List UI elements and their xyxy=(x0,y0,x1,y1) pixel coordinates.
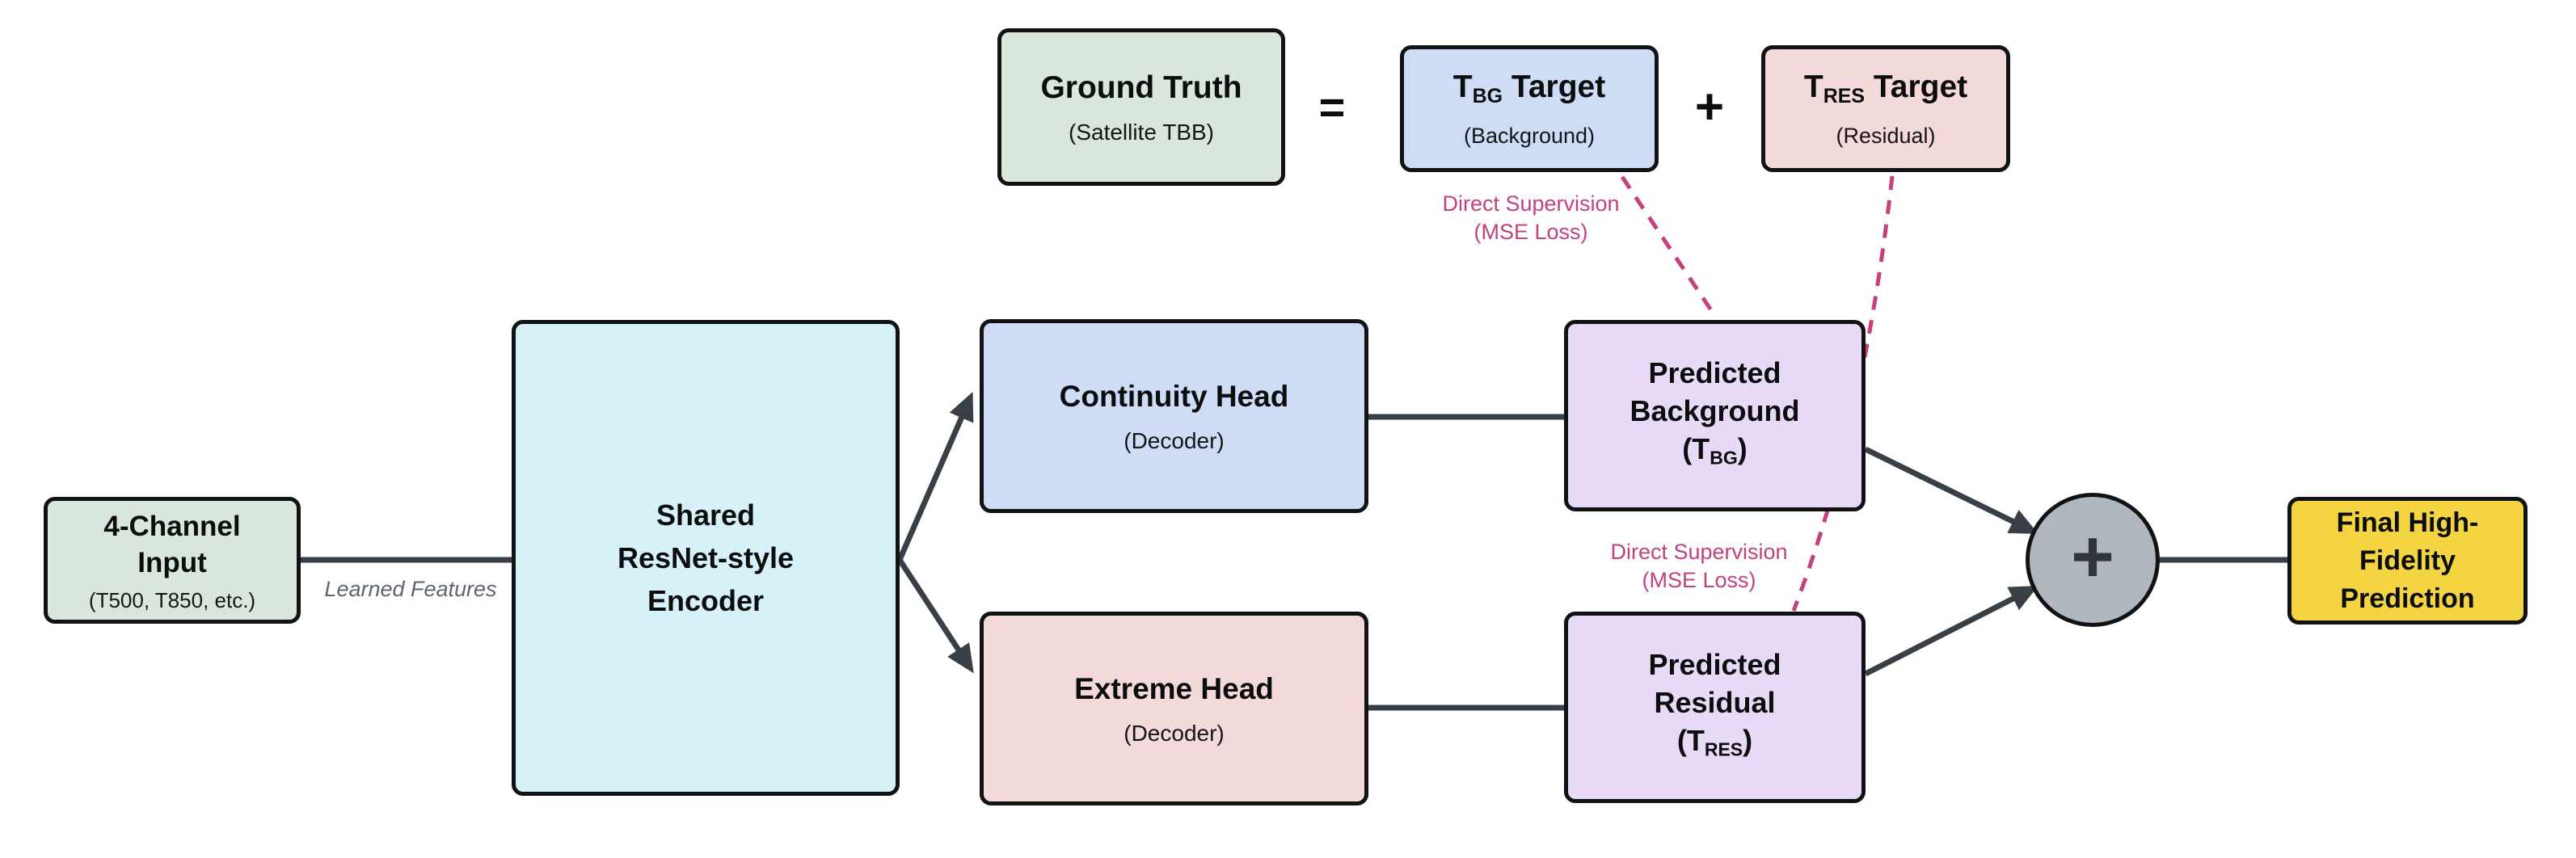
tres-target-title: TRES Target xyxy=(1803,69,1968,107)
node-predicted-background: Predicted Background (TBG) xyxy=(1564,320,1866,511)
tbg-target-subtitle: (Background) xyxy=(1463,123,1596,148)
tres-target-subtitle: (Residual) xyxy=(1836,123,1936,148)
edge-label-learned-features: Learned Features xyxy=(324,577,497,601)
edge-label-direct-supervision-mid: Direct Supervision (MSE Loss) xyxy=(1610,540,1788,592)
predicted-background-title: Predicted Background (TBG) xyxy=(1629,356,1800,469)
node-predicted-residual: Predicted Residual (TRES) xyxy=(1564,612,1866,803)
edge-supervision-tres xyxy=(1791,175,1895,612)
node-ground-truth: Ground Truth (Satellite TBB) xyxy=(997,28,1285,186)
node-final-prediction: Final High- Fidelity Prediction xyxy=(2287,497,2528,625)
continuity-head-subtitle: (Decoder) xyxy=(1124,428,1225,453)
predicted-residual-title: Predicted Residual (TRES) xyxy=(1648,648,1781,760)
node-extreme-head: Extreme Head (Decoder) xyxy=(980,612,1368,805)
edge-label-direct-supervision-top: Direct Supervision (MSE Loss) xyxy=(1442,191,1620,244)
tbg-target-title: TBG Target xyxy=(1452,69,1606,107)
edge-residual-to-sum xyxy=(1864,586,2038,677)
continuity-head-title: Continuity Head xyxy=(1059,380,1289,413)
ground-truth-title: Ground Truth xyxy=(1040,69,1242,105)
node-input: 4-Channel Input (T500, T850, etc.) xyxy=(44,497,301,624)
input-title: 4-Channel Input xyxy=(103,510,241,578)
input-subtitle: (T500, T850, etc.) xyxy=(88,587,256,612)
encoder-title: Shared ResNet-style Encoder xyxy=(617,498,795,617)
node-continuity-head: Continuity Head (Decoder) xyxy=(980,319,1368,513)
edge-encoder-to-heads xyxy=(896,391,974,674)
extreme-head-subtitle: (Decoder) xyxy=(1124,721,1225,746)
plus-icon: + xyxy=(2071,515,2114,598)
plus-operator: + xyxy=(1694,79,1725,135)
equals-operator: = xyxy=(1318,82,1346,132)
node-tbg-target: TBG Target (Background) xyxy=(1400,45,1659,172)
ground-truth-subtitle: (Satellite TBB) xyxy=(1069,119,1214,145)
final-prediction-title: Final High- Fidelity Prediction xyxy=(2336,507,2479,614)
edge-background-to-sum xyxy=(1864,446,2038,534)
edge-supervision-tbg xyxy=(1620,175,1718,319)
node-encoder: Shared ResNet-style Encoder xyxy=(512,320,900,796)
sum-node: + xyxy=(2026,493,2160,627)
extreme-head-title: Extreme Head xyxy=(1074,672,1274,705)
node-tres-target: TRES Target (Residual) xyxy=(1761,45,2010,172)
